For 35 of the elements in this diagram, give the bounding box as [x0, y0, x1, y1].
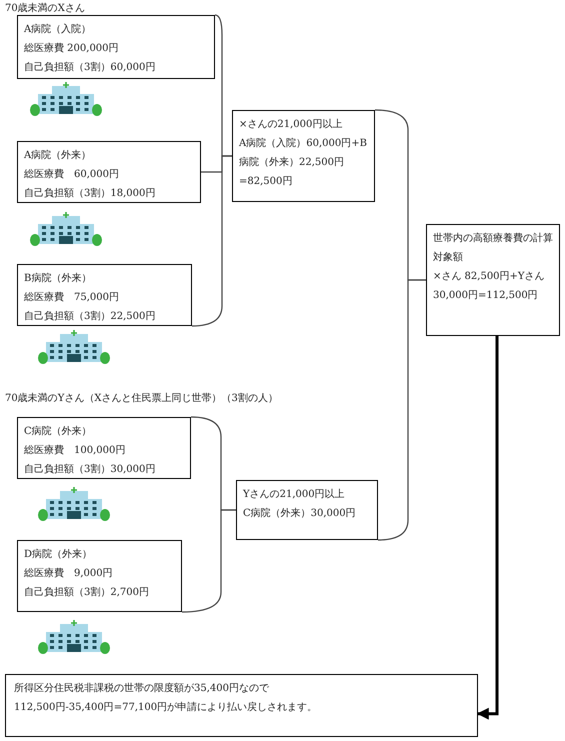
box-heading: B病院（外来）: [24, 272, 92, 286]
box-text: 自己負担額（3割）2,700円: [24, 586, 150, 600]
text-box: [17, 15, 215, 79]
arrow: [476, 336, 499, 720]
box-heading: 所得区分住民税非課税の世帯の限度額が35,400円なので: [14, 682, 270, 696]
box-text: 自己負担額（3割）30,000円: [24, 462, 156, 477]
box-text: 総医療費 9,000円: [24, 566, 114, 581]
box-text: A病院（入院）60,000円+B病院（外来）22,500円=82,500円: [239, 136, 368, 189]
box-heading: ×さんの21,000円以上: [239, 118, 344, 132]
box-text: 自己負担額（3割）18,000円: [24, 186, 156, 201]
box-text: 総医療費 100,000円: [24, 444, 126, 458]
box-text: 総医療費 60,000円: [24, 168, 120, 182]
text-box: [5, 674, 478, 737]
box-heading: C病院（外来）: [24, 424, 93, 439]
box-heading: D病院（外来）: [24, 548, 94, 562]
group-heading: 70歳未満のYさん（Xさんと住民票上同じ世帯）（3割の人）: [5, 392, 278, 406]
box-heading: Yさんの21,000円以上: [243, 488, 346, 502]
text-box: [236, 480, 378, 540]
text-box: [17, 141, 201, 203]
box-text: 112,500円-35,400円=77,100円が申請により払い戻しされます。: [14, 700, 318, 715]
group-heading: 70歳未満のXさん: [5, 2, 85, 16]
box-heading: A病院（入院）: [24, 22, 92, 37]
box-text: 総医療費 75,000円: [24, 290, 120, 305]
text-box: [17, 540, 182, 612]
text-box: [17, 264, 192, 326]
text-box: [426, 224, 560, 336]
text-box: [17, 417, 191, 479]
text-box: [232, 110, 375, 202]
box-text: 総医療費 200,000円: [24, 42, 120, 56]
box-text: 自己負担額（3割）22,500円: [24, 310, 156, 324]
box-heading: 世帯内の高額療養費の計算対象額: [433, 232, 553, 265]
box-heading: A病院（外来）: [24, 148, 92, 163]
box-text: C病院（外来）30,000円: [243, 506, 357, 521]
box-text: ×さん 82,500円+Yさん 30,000円=112,500円: [433, 270, 546, 303]
box-text: 自己負担額（3割）60,000円: [24, 60, 156, 75]
